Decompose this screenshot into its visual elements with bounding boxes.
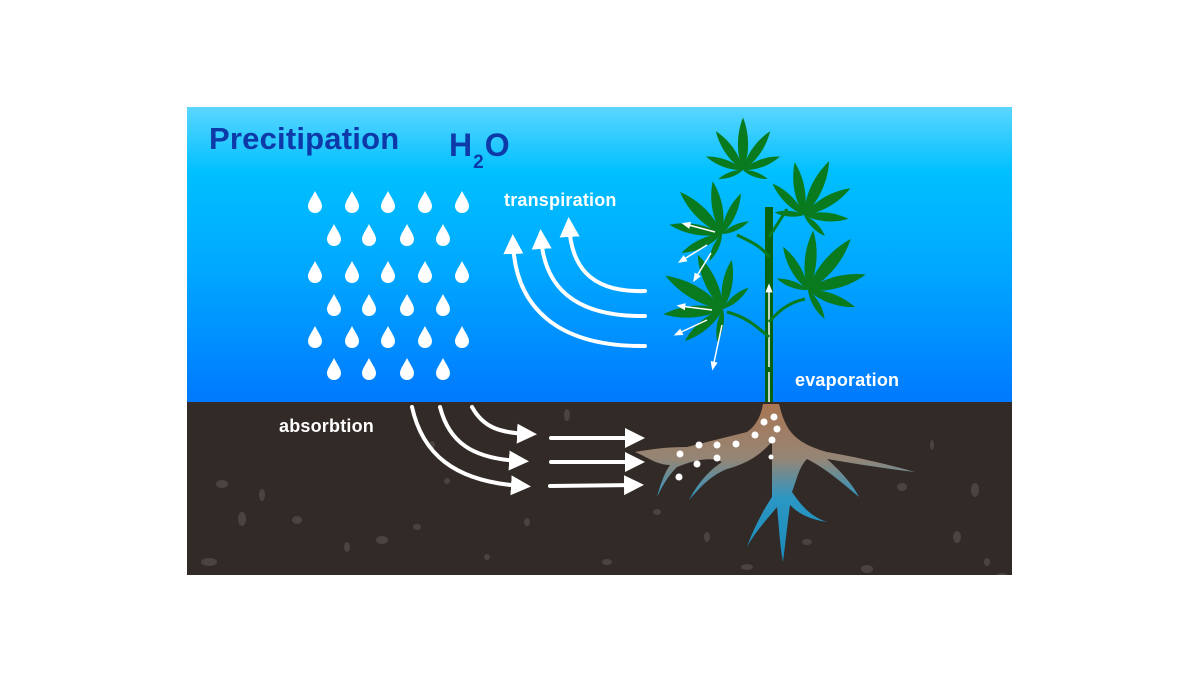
formula-element-o: O [484,127,510,163]
raindrop-grid [308,191,469,380]
water-formula: H2O [449,127,510,173]
transpiration-arrows [503,217,647,349]
plant [641,118,888,402]
formula-element-h: H [449,127,473,163]
label-absorbtion: absorbtion [279,416,374,436]
soil-region [187,402,1012,575]
soil-specks [201,409,1008,575]
roots [635,404,915,562]
formula-subscript: 2 [473,152,484,173]
water-cycle-diagram: Precitipation H2O transpiration evaporat… [187,107,1012,575]
label-evaporation: evaporation [795,370,900,390]
diagram-title: Precitipation [209,121,400,156]
label-transpiration: transpiration [504,190,617,210]
sky-region [187,107,1012,402]
diagram-artwork [201,107,1008,575]
absorbtion-arrows [410,405,645,496]
